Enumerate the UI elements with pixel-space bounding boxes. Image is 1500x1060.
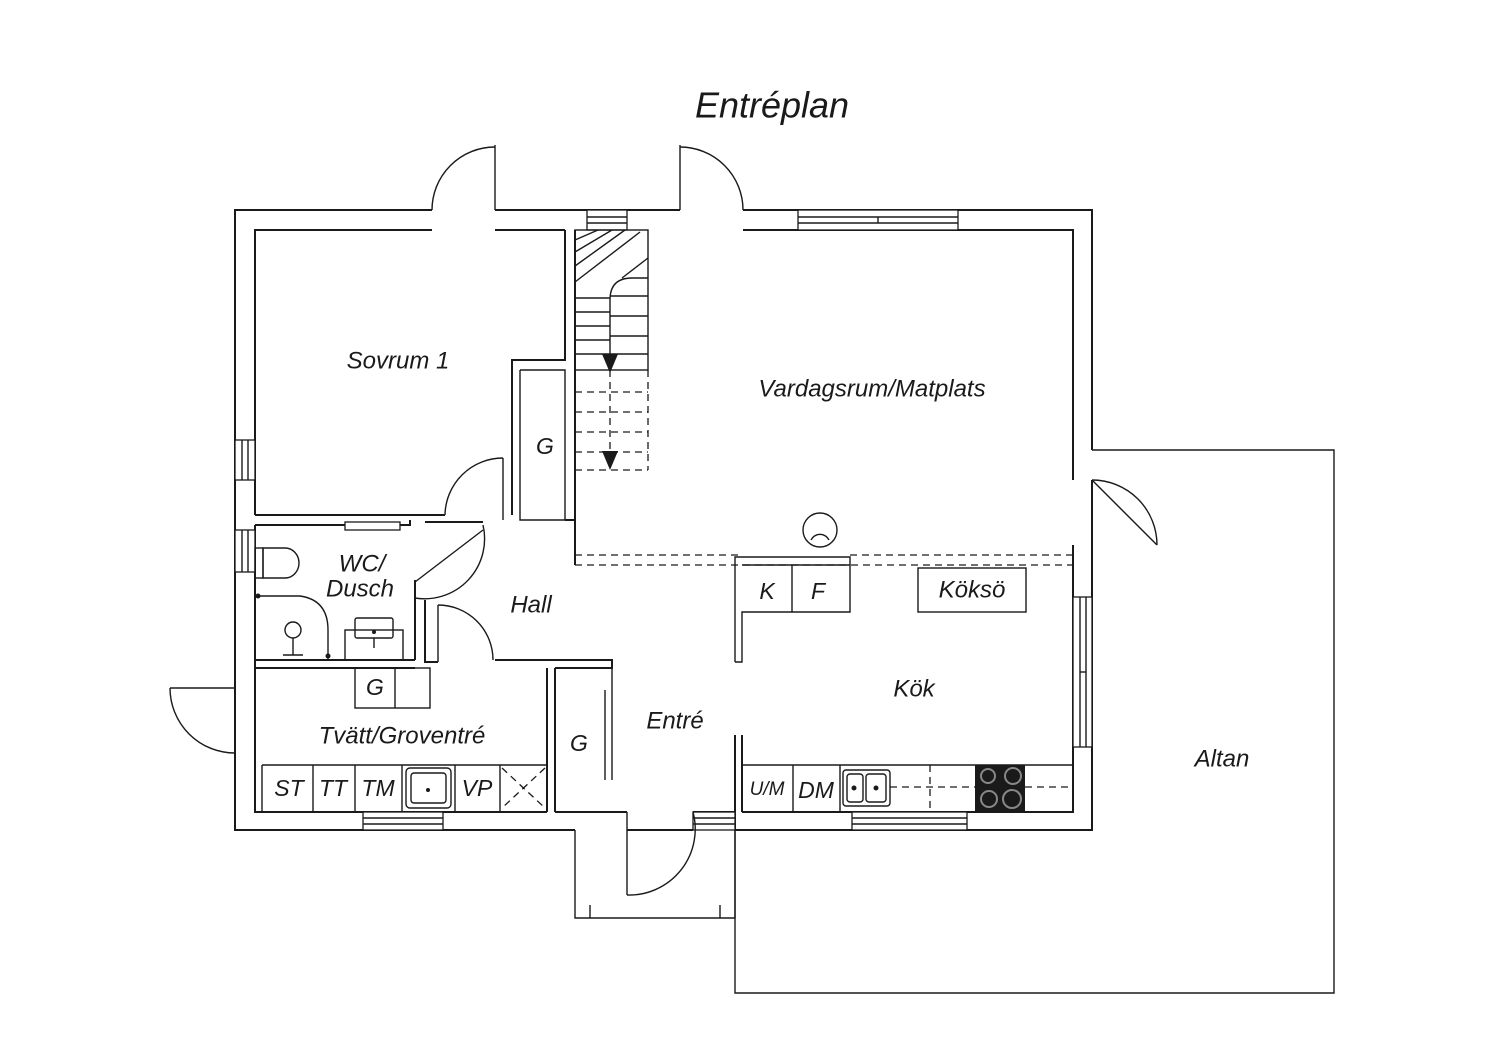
kitchen-label-um: U/M	[750, 779, 785, 800]
stair-arrow-icon	[602, 354, 618, 373]
room-label-tvatt: Tvätt/Groventré	[319, 722, 486, 749]
room-label-sovrum: Sovrum 1	[347, 347, 450, 374]
bathroom-fixtures	[254, 547, 404, 661]
room-label-wc-line1: WC/	[339, 550, 388, 577]
closet-label: G	[536, 433, 554, 459]
laundry-label-tm: TM	[361, 775, 395, 801]
stair-arrow-icon	[602, 451, 618, 470]
room-label-wc-line2: Dusch	[326, 575, 394, 602]
closet-label: G	[570, 730, 588, 756]
fireplace-icon	[802, 512, 838, 548]
room-label-entre: Entré	[646, 707, 703, 734]
closet-label: G	[366, 674, 384, 700]
room-label-altan: Altan	[1193, 745, 1250, 772]
room-label-kok: Kök	[893, 675, 936, 702]
plan-title: Entréplan	[695, 85, 849, 126]
windows	[234, 209, 1093, 831]
freezer-label: F	[811, 578, 827, 604]
deck-outline	[734, 449, 1335, 994]
kitchen-label-dm: DM	[798, 777, 835, 803]
staircase	[574, 229, 649, 471]
doors	[169, 145, 1158, 896]
laundry-label-st: ST	[274, 775, 305, 801]
kitchen-fixtures	[734, 556, 1073, 812]
laundry-label-vp: VP	[462, 775, 493, 801]
room-label-vardagsrum: Vardagsrum/Matplats	[758, 375, 985, 402]
fridge-label: K	[759, 578, 776, 604]
room-label-hall: Hall	[510, 591, 552, 618]
laundry-label-tt: TT	[319, 775, 349, 801]
room-label-koksoe: Köksö	[939, 576, 1006, 603]
laundry-fixtures	[261, 667, 547, 812]
